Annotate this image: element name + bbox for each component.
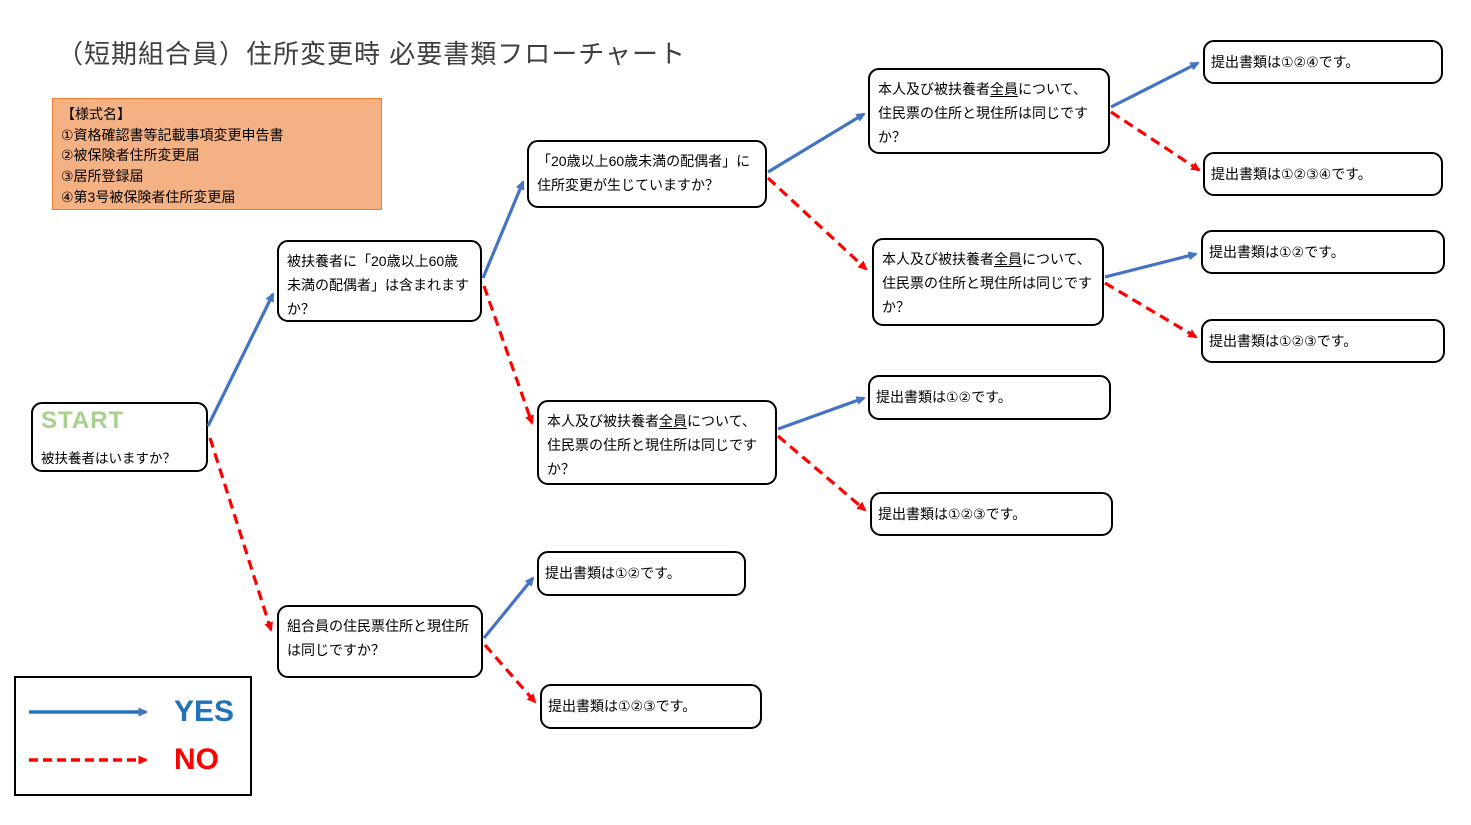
arrow-yes-start-to-spouse-included	[206, 292, 275, 427]
start-label: START	[41, 407, 125, 434]
result-text: 提出書類は①②④です。	[1211, 53, 1360, 70]
result-text: 提出書類は①②です。	[545, 565, 681, 582]
question-text: について、住民票の住所と現住所は同じですか？	[547, 413, 757, 478]
forms-list-box: 【様式名】 ①資格確認書等記載事項変更申告書 ②被保険者住所変更届 ③居所登録届…	[52, 98, 382, 210]
underlined-word: 全員	[659, 413, 687, 429]
question-all-same-mid: 本人及び被扶養者全員について、住民票の住所と現住所は同じですか？	[537, 400, 777, 485]
no-arrow-icon	[29, 755, 148, 765]
result-124: 提出書類は①②④です。	[1203, 40, 1443, 84]
forms-list-item-4: ④第3号被保険者住所変更届	[61, 188, 236, 205]
result-123-right: 提出書類は①②③です。	[1201, 319, 1445, 363]
arrow-no-all-mid-to-r6	[776, 434, 867, 512]
arrow-yes-member-address-to-r7	[482, 576, 535, 640]
legend-no-row: NO	[26, 743, 240, 777]
question-text: について、住民票の住所と現住所は同じですか？	[882, 251, 1092, 316]
underlined-word: 全員	[990, 81, 1018, 97]
start-question: 被扶養者はいますか？	[41, 451, 176, 467]
question-text: 本人及び被扶養者	[878, 81, 990, 97]
result-1234: 提出書類は①②③④です。	[1203, 152, 1443, 196]
question-text: 本人及び被扶養者	[547, 413, 659, 429]
question-text: 組合員の住民票住所と現住所は同じですか？	[287, 618, 469, 659]
arrow-no-member-address-to-r8	[483, 643, 537, 704]
legend-yes-row: YES	[26, 695, 240, 729]
forms-list-item-1: ①資格確認書等記載事項変更申告書	[61, 126, 284, 143]
question-text: 被扶養者に「20歳以上60歳未満の配偶者」は含まれますか？	[287, 253, 469, 318]
legend-box: YES NO	[14, 676, 252, 796]
arrow-yes-all-top-to-r1	[1110, 61, 1200, 109]
forms-list-heading: 【様式名】	[61, 106, 131, 122]
result-text: 提出書類は①②③です。	[548, 698, 697, 715]
arrow-no-start-to-member-address	[208, 437, 274, 632]
start-node: START 被扶養者はいますか？	[31, 402, 208, 472]
result-123-bottom: 提出書類は①②③です。	[540, 684, 762, 729]
result-12-right: 提出書類は①②です。	[1201, 230, 1445, 274]
arrow-yes-all-right-to-r3	[1104, 251, 1198, 279]
question-member-address: 組合員の住民票住所と現住所は同じですか？	[277, 605, 483, 678]
result-123-mid: 提出書類は①②③です。	[870, 492, 1113, 536]
forms-list-item-3: ③居所登録届	[61, 168, 144, 185]
result-text: 提出書類は①②③④です。	[1211, 165, 1372, 182]
result-text: 提出書類は①②③です。	[1209, 332, 1358, 349]
result-12-bottom: 提出書類は①②です。	[537, 551, 746, 596]
question-spouse-included: 被扶養者に「20歳以上60歳未満の配偶者」は含まれますか？	[277, 240, 482, 322]
yes-arrow-icon	[29, 707, 148, 717]
page-title: （短期組合員）住所変更時 必要書類フローチャート	[57, 39, 686, 69]
arrow-no-all-top-to-r2	[1110, 110, 1201, 172]
arrow-yes-all-mid-to-r5	[777, 396, 866, 431]
result-text: 提出書類は①②③です。	[878, 505, 1027, 522]
arrow-yes-spouse-moved-to-all-top	[767, 112, 866, 174]
question-all-same-right: 本人及び被扶養者全員について、住民票の住所と現住所は同じですか？	[872, 238, 1104, 326]
question-text: について、住民票の住所と現住所は同じですか？	[878, 81, 1088, 146]
arrow-no-spouse-included-to-all-mid	[482, 285, 534, 425]
forms-list-item-2: ②被保険者住所変更届	[61, 147, 200, 164]
question-spouse-moved: 「20歳以上60歳未満の配偶者」に住所変更が生じていますか？	[527, 140, 767, 208]
arrow-no-spouse-moved-to-all-right	[766, 176, 868, 271]
result-text: 提出書類は①②です。	[1209, 243, 1345, 260]
arrow-no-all-right-to-r4	[1104, 281, 1198, 339]
result-12-mid: 提出書類は①②です。	[868, 375, 1111, 420]
question-text: 本人及び被扶養者	[882, 251, 994, 267]
legend-yes-label: YES	[174, 695, 235, 729]
arrow-yes-spouse-included-to-spouse-moved	[481, 180, 525, 279]
question-all-same-top: 本人及び被扶養者全員について、住民票の住所と現住所は同じですか？	[868, 68, 1110, 154]
question-text: 「20歳以上60歳未満の配偶者」に住所変更が生じていますか？	[537, 153, 751, 194]
result-text: 提出書類は①②です。	[876, 389, 1012, 406]
underlined-word: 全員	[994, 251, 1022, 267]
legend-no-label: NO	[174, 742, 219, 776]
